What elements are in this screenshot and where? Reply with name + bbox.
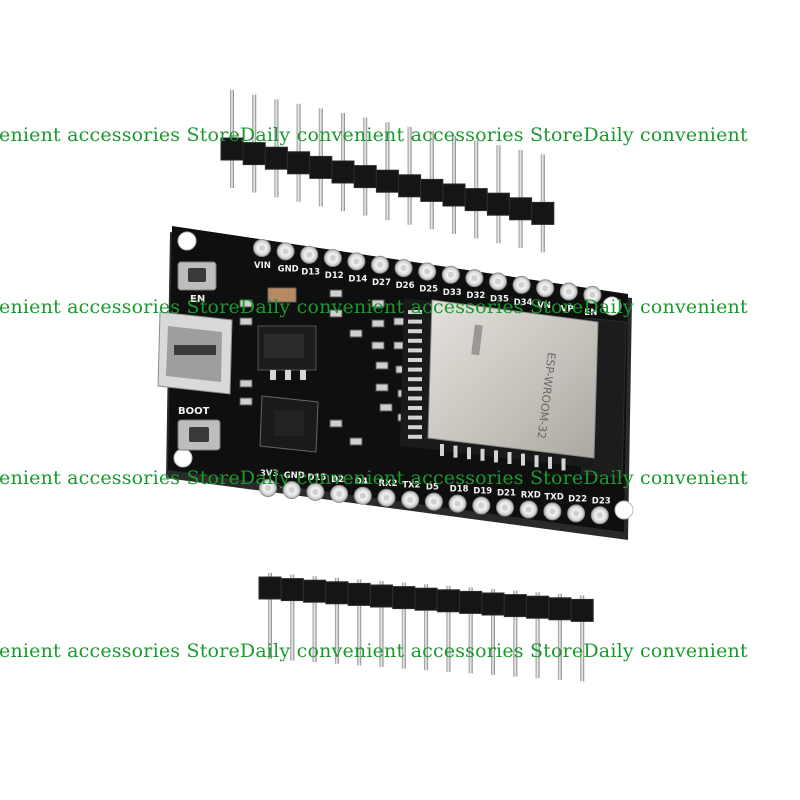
pin-label: VIN (254, 261, 271, 271)
smd-part (239, 397, 253, 406)
smd-part (349, 329, 363, 338)
pin-label: EN (584, 308, 597, 318)
pin-label: D14 (348, 274, 367, 284)
header-pin (420, 131, 444, 230)
header-pin (526, 592, 550, 679)
pin-label: D21 (497, 489, 516, 499)
voltage-regulator (257, 325, 317, 380)
esp32-board: EN BOOT ESP-WROOM-32 (157, 226, 634, 540)
header-pin (375, 122, 399, 221)
header-pin (325, 577, 349, 664)
smd-part (371, 299, 385, 308)
smd-part (371, 319, 385, 328)
header-pin (436, 585, 460, 672)
pin-label: D23 (592, 496, 611, 506)
header-pin (242, 94, 266, 193)
pin-label: D32 (466, 291, 485, 301)
smd-part (239, 299, 253, 308)
pin-label: D13 (301, 268, 320, 278)
header-pin (303, 576, 327, 663)
crystal (267, 287, 297, 303)
pin-header-top (220, 90, 555, 253)
pin-label: D34 (514, 298, 533, 308)
pin-label: D26 (396, 281, 415, 291)
header-pin (370, 581, 393, 667)
pin-label: VN (537, 301, 551, 311)
mount-hole (614, 500, 634, 520)
pin-label: RX2 (379, 479, 398, 489)
header-pin (531, 154, 555, 253)
header-pin (264, 99, 288, 198)
pin-label: D2 (331, 475, 344, 485)
header-pin (287, 103, 311, 202)
esp-wroom-32-module: ESP-WROOM-32 (400, 298, 599, 471)
module-castellations (408, 310, 566, 471)
header-pin (258, 573, 282, 659)
pin-label: RXD (521, 490, 541, 500)
header-pin (548, 593, 572, 680)
micro-usb-port (157, 311, 233, 395)
boot-button-label: BOOT (178, 406, 210, 417)
header-pin (392, 582, 416, 669)
header-pin (331, 113, 355, 211)
pin-label: D19 (473, 487, 492, 497)
header-pin (459, 587, 483, 674)
pin-label: D22 (568, 494, 587, 504)
pin-label: VP (561, 305, 574, 315)
pin-header-bottom (258, 573, 594, 682)
pin-label: D18 (450, 485, 469, 495)
pin-label: TXD (544, 492, 563, 502)
smd-part (379, 403, 393, 412)
pin-label: D12 (325, 271, 344, 281)
header-pin (503, 590, 527, 677)
smd-part (239, 317, 253, 326)
smd-part (375, 361, 389, 370)
pin-label: D27 (372, 278, 391, 288)
pin-label: D35 (490, 295, 509, 305)
smd-part (239, 379, 253, 388)
header-pin (347, 579, 371, 666)
header-pin (353, 117, 377, 216)
pin-label: GND (278, 264, 299, 274)
mount-hole (173, 448, 193, 468)
header-pin (486, 145, 510, 244)
header-pin (309, 108, 333, 207)
smd-part (329, 419, 343, 428)
pin-label: D5 (426, 483, 439, 493)
header-pin (398, 126, 422, 225)
smd-part (371, 341, 385, 350)
pin-label: 3V3 (260, 469, 278, 479)
header-pin (442, 136, 466, 234)
header-pin (481, 589, 505, 675)
pin-label: D25 (419, 284, 438, 294)
smd-part (349, 437, 363, 446)
pin-label: TX2 (402, 481, 420, 491)
header-pin (220, 90, 244, 188)
pin-label: D4 (355, 477, 368, 487)
pad-row-top (253, 239, 602, 304)
boot-button[interactable]: BOOT (177, 406, 221, 451)
pin-label: GND (284, 471, 305, 481)
mount-hole (177, 231, 197, 251)
pin-label: D33 (443, 288, 462, 298)
pin-label: D15 (307, 473, 326, 483)
header-pin (509, 149, 533, 248)
usb-serial-chip (259, 395, 319, 453)
smd-part (329, 309, 343, 318)
header-pin (464, 140, 488, 239)
header-pin (414, 584, 438, 671)
smd-part (375, 383, 389, 392)
mount-hole (602, 296, 622, 316)
smd-part (329, 289, 343, 298)
header-pin (570, 595, 594, 682)
en-button-label: EN (190, 294, 205, 305)
header-pin (280, 574, 304, 661)
en-button[interactable]: EN (177, 261, 217, 305)
pad-row-bottom (259, 479, 609, 525)
